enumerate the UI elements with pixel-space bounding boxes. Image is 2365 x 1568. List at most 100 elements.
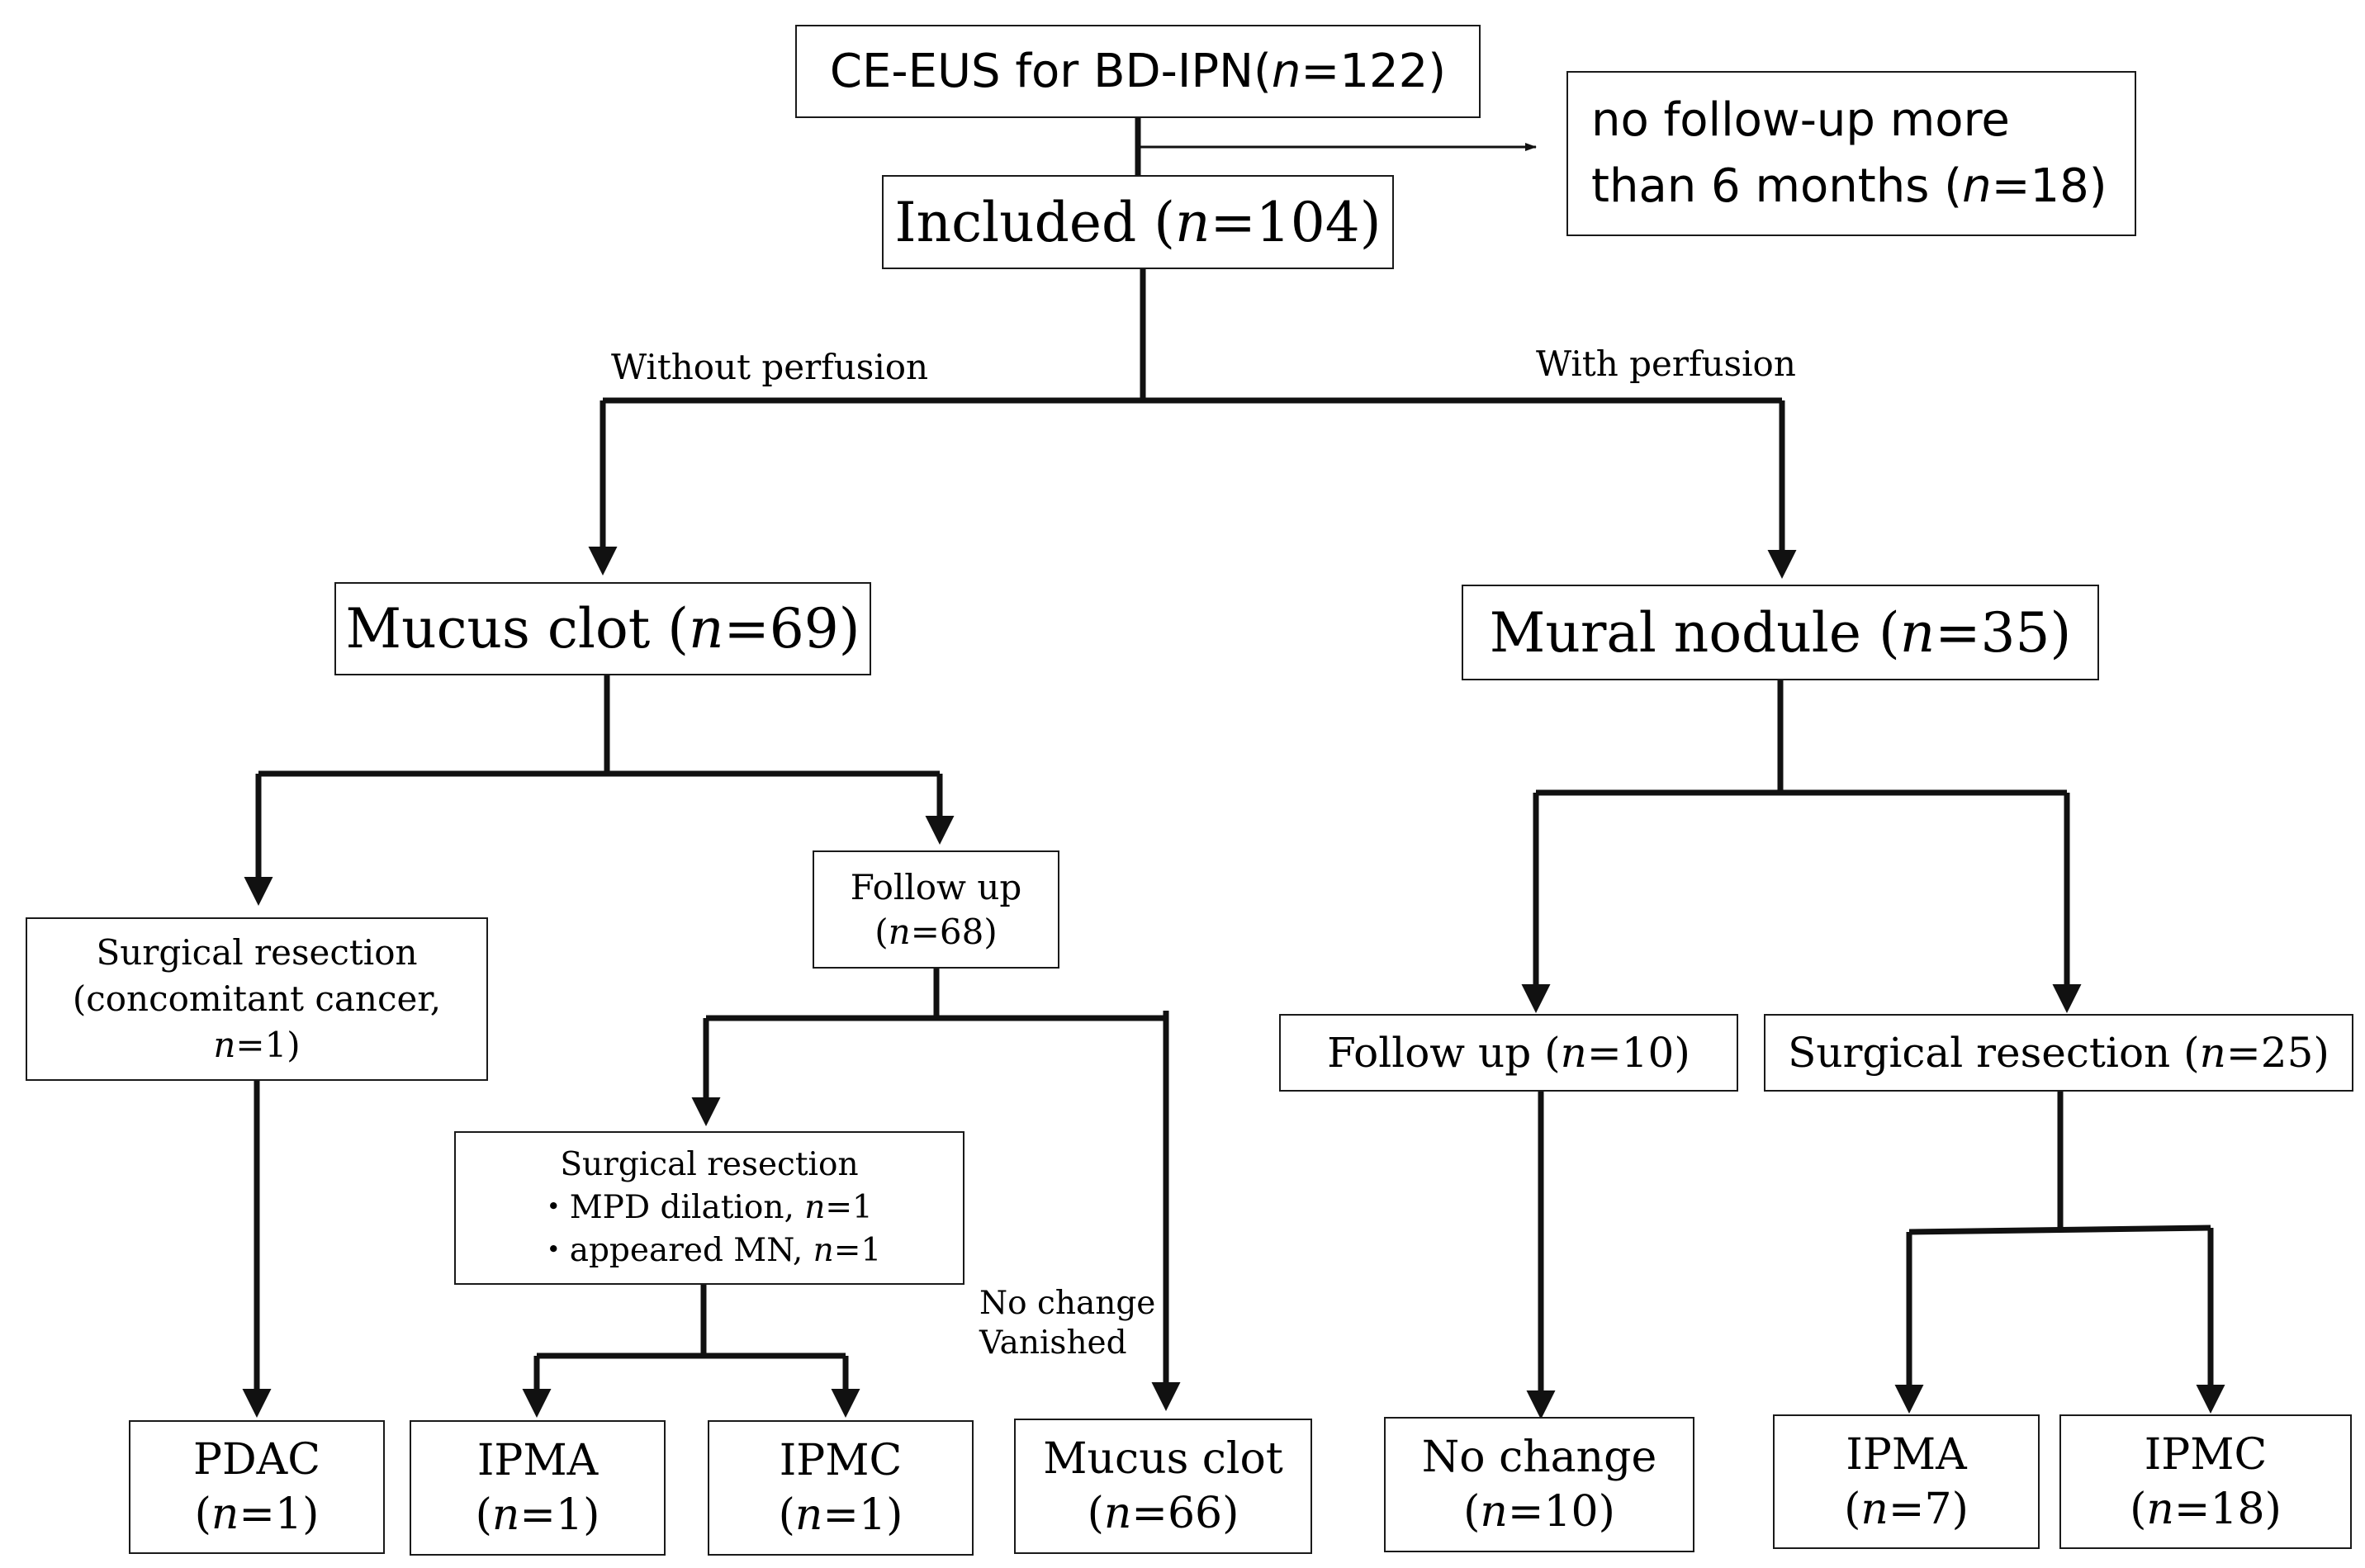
text-segment: =68) (910, 911, 998, 952)
box-text-bullets: ・appeared MN, n=1 (538, 1229, 882, 1272)
box-text-lines: (n=1) (195, 1487, 320, 1542)
text-segment: Follow up (850, 866, 1022, 907)
mucus66-box: Mucus clot(n=66) (1014, 1419, 1312, 1554)
n-symbol: n (794, 1490, 823, 1540)
n-symbol: n (213, 1025, 236, 1065)
text-segment: IPMA (476, 1436, 599, 1485)
box-text-lines: no follow-up more (1591, 88, 2010, 154)
excluded-box: no follow-up more than 6 months (n=18) (1566, 71, 2136, 236)
ipma7-box: IPMA(n=7) (1773, 1414, 2040, 1549)
mn-surgical-box: Surgical resection (n=25) (1764, 1014, 2353, 1092)
n-symbol: n (813, 1232, 834, 1269)
text-segment: no follow-up more (1591, 93, 2010, 147)
n-symbol: n (1174, 190, 1211, 254)
n-symbol: n (1560, 1029, 1587, 1077)
text-segment: =25) (2225, 1029, 2329, 1077)
text-segment: =18) (1991, 159, 2107, 213)
text-segment: Included ( (894, 190, 1175, 254)
text-segment: than 6 months ( (1591, 159, 1963, 213)
box-text-lines: PDAC (193, 1433, 320, 1487)
mc-surgical-box: Surgical resection (concomitant cancer,n=… (26, 917, 488, 1081)
n-symbol: n (804, 1189, 826, 1226)
n-symbol: n (1899, 600, 1936, 665)
text-segment: (concomitant cancer, (72, 978, 442, 1019)
text-segment: CE-EUS for BD-IPN( (829, 45, 1272, 98)
text-segment: ( (778, 1490, 795, 1540)
text-segment: No change (1421, 1433, 1657, 1482)
text-segment: =66) (1131, 1489, 1239, 1538)
text-segment: Mucus clot (1043, 1434, 1283, 1484)
box-text-lines: Surgical resection (n=25) (1788, 1029, 2329, 1077)
n-symbol: n (1860, 1484, 1889, 1534)
box-text-lines: No change (1422, 1430, 1657, 1485)
ipmc18-box: IPMC(n=18) (2059, 1414, 2352, 1549)
text-segment: IPMA (1846, 1429, 1967, 1480)
box-text-lines: Mucus clot (1043, 1432, 1283, 1486)
text-segment: ( (475, 1490, 492, 1540)
text-segment: =1 (825, 1189, 873, 1226)
text-segment: ( (2130, 1484, 2147, 1534)
box-text-lines: n=1) (213, 1022, 300, 1068)
box-text-lines: Follow up (n=10) (1327, 1029, 1690, 1077)
n-symbol: n (1103, 1489, 1132, 1538)
text-segment: =10) (1507, 1487, 1615, 1537)
box-text-lines: CE-EUS for BD-IPN(n=122) (830, 45, 1446, 98)
box-text-lines: Surgical resection (96, 930, 417, 976)
box-text-lines: IPMC (780, 1433, 903, 1488)
text-segment: =104) (1210, 190, 1382, 254)
no-change-label: No change (979, 1285, 1156, 1322)
mc-followup-box: Follow up(n=68) (813, 850, 1059, 969)
text-segment: ・MPD dilation, (537, 1189, 805, 1226)
mural-nodule-box: Mural nodule (n=35) (1462, 585, 2099, 680)
bullet-list: ・MPD dilation, n=1・appeared MN, n=1 (538, 1187, 882, 1272)
text-segment: =1) (519, 1490, 600, 1540)
box-text-lines: IPMA (1846, 1428, 1966, 1482)
text-segment: =1) (239, 1490, 320, 1539)
n-symbol: n (2146, 1484, 2174, 1534)
text-segment: ( (874, 911, 889, 952)
included-box: Included (n=104) (882, 175, 1394, 269)
text-segment: Surgical resection ( (1788, 1029, 2200, 1077)
text-segment: =1) (822, 1490, 903, 1540)
text-segment: =7) (1888, 1484, 1969, 1534)
box-text-lines: (n=7) (1844, 1482, 1969, 1537)
box-text-lines: Follow up (851, 865, 1022, 910)
text-segment: ( (1844, 1484, 1861, 1534)
box-text-lines: (n=66) (1088, 1486, 1239, 1541)
text-segment: Surgical resection (96, 932, 418, 973)
text-segment: ( (1463, 1487, 1481, 1537)
text-segment: Follow up ( (1327, 1029, 1561, 1077)
text-segment: IPMC (779, 1436, 903, 1485)
box-text-lines: IPMC (2145, 1428, 2268, 1482)
text-segment: =35) (1935, 600, 2072, 665)
text-segment: ・appeared MN, (537, 1232, 813, 1269)
nochange-box: No change(n=10) (1384, 1417, 1694, 1552)
ipma1-box: IPMA (n=1) (410, 1420, 666, 1556)
box-text-lines: (n=10) (1463, 1485, 1615, 1539)
text-segment: Mucus clot ( (345, 597, 689, 661)
box-text-lines: than 6 months (n=18) (1591, 154, 2107, 220)
box-text-lines: Mucus clot (n=69) (345, 597, 860, 661)
fu-surgical-box: Surgical resection・MPD dilation, n=1・app… (454, 1131, 964, 1285)
n-symbol: n (2199, 1029, 2226, 1077)
pdac-box: PDAC(n=1) (129, 1420, 385, 1554)
n-symbol: n (1480, 1487, 1508, 1537)
vanished-label: Vanished (979, 1324, 1127, 1362)
box-text-lines: (n=68) (874, 910, 997, 955)
text-segment: =122) (1301, 45, 1447, 98)
box-text-lines: (n=1) (779, 1488, 903, 1542)
text-segment: =1 (833, 1232, 882, 1269)
text-segment: =18) (2173, 1484, 2282, 1534)
box-text-lines: (concomitant cancer, (73, 976, 441, 1022)
text-segment: Mural nodule ( (1489, 600, 1900, 665)
text-segment: ( (1087, 1489, 1104, 1538)
n-symbol: n (1271, 45, 1301, 98)
text-segment: Surgical resection (560, 1146, 859, 1183)
n-symbol: n (211, 1490, 239, 1539)
box-text-bullets: ・MPD dilation, n=1 (538, 1187, 882, 1229)
box-text-lines: Included (n=104) (895, 191, 1382, 254)
text-segment: =69) (723, 597, 860, 661)
n-symbol: n (491, 1490, 520, 1540)
